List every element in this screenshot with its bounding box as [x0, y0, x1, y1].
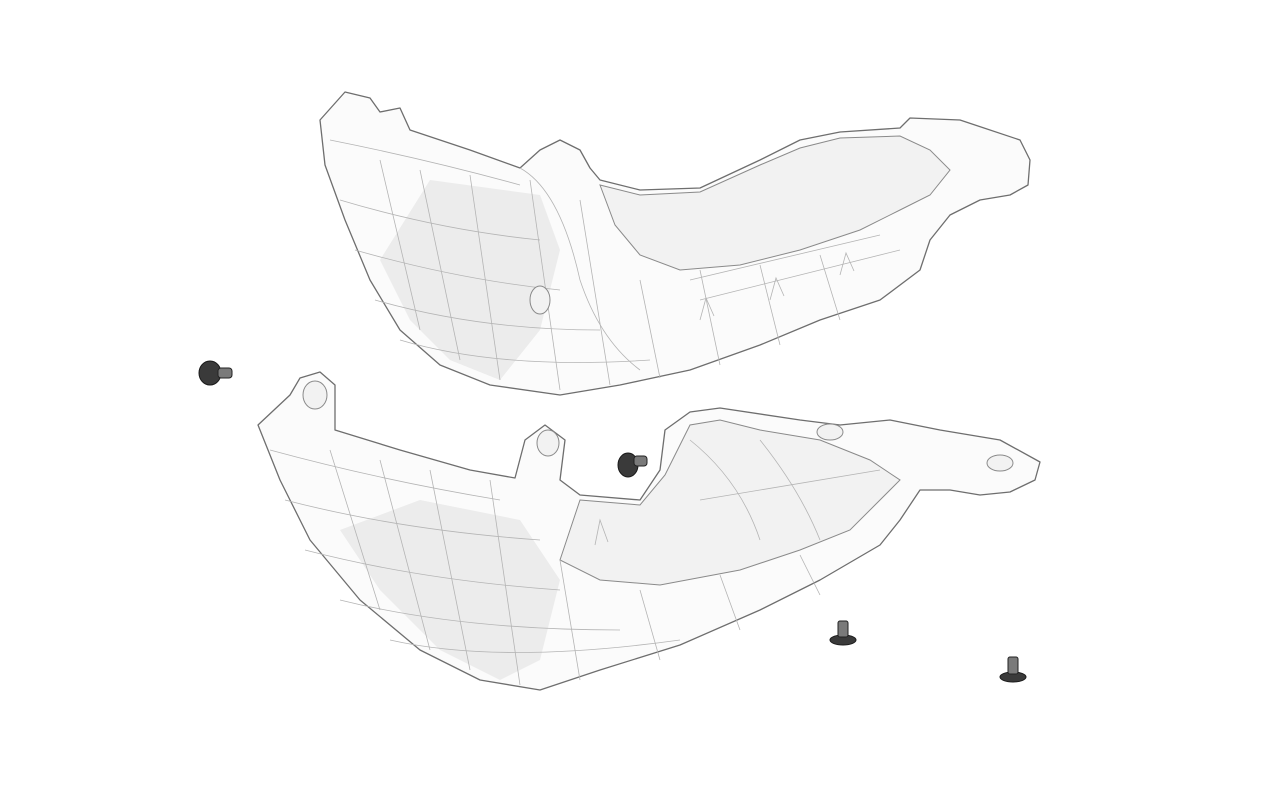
upper-skid-plate — [319, 91, 1031, 396]
bolt-2 — [617, 452, 648, 478]
bolt-3 — [829, 620, 857, 646]
bolt-1 — [198, 360, 233, 386]
lower-skid-plate — [257, 371, 1041, 691]
bolt-4 — [999, 656, 1027, 683]
